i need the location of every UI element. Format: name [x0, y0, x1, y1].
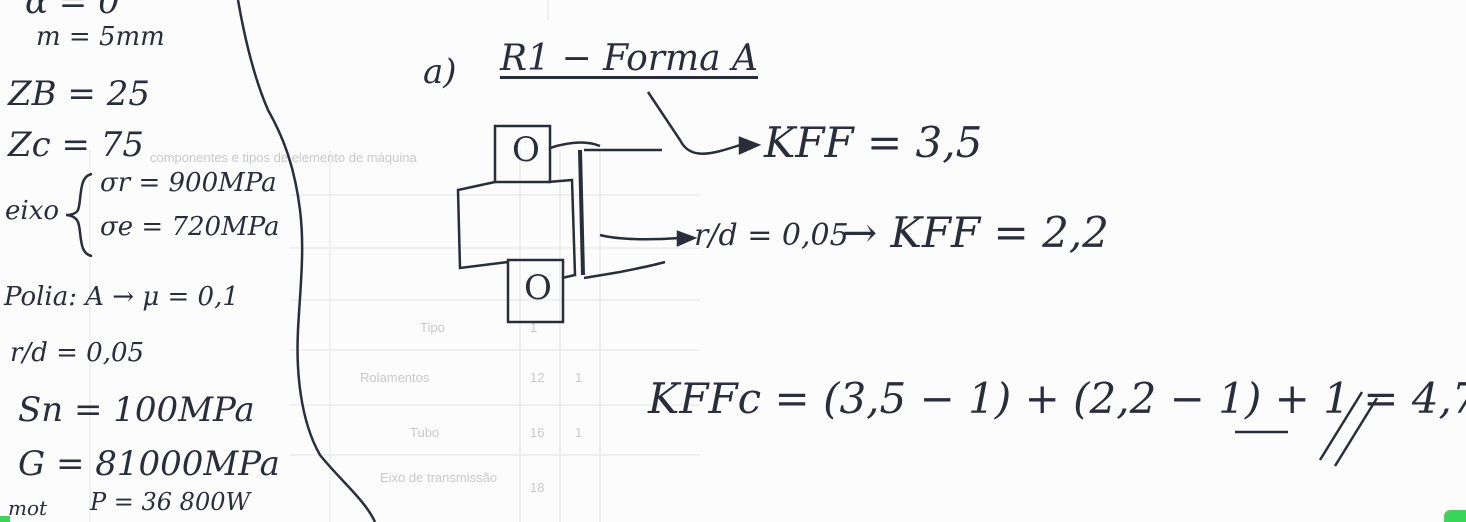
given-zb: ZB = 25 [8, 74, 150, 114]
part-label: a) [423, 52, 457, 92]
given-alpha: α = 0 [25, 0, 120, 22]
given-sigma-e: σe = 720MPa [100, 212, 280, 242]
kff-groove: → KFF = 2,2 [842, 208, 1109, 257]
given-r-over-d: r/d = 0,05 [10, 338, 145, 368]
ghost-text-2: Tipo [420, 320, 445, 335]
ghost-num-6: 18 [530, 480, 545, 495]
given-g: G = 81000MPa [18, 444, 280, 484]
kffc-equation: KFFc = (3,5 − 1) + (2,2 − 1) + 1 = 4,7 [648, 374, 1466, 423]
r-over-d-note: r/d = 0,05 [694, 218, 849, 253]
scan-marker-right [1444, 510, 1466, 522]
o-symbol-top: O [512, 130, 540, 170]
given-sn: Sn = 100MPa [18, 390, 255, 430]
ghost-text-4: Tubo [410, 425, 440, 440]
given-sigma-r: σr = 900MPa [100, 168, 277, 198]
given-module: m = 5mm [36, 22, 165, 52]
solution-title: R1 − Forma A [500, 38, 758, 79]
given-eixo-label: eixo [5, 196, 60, 226]
ghost-text-3: Rolamentos [360, 370, 430, 385]
given-mot-label: mot [8, 496, 48, 520]
scan-marker-left [0, 516, 10, 522]
ghost-num-1: 1 [530, 320, 538, 335]
ghost-num-4: 16 [530, 425, 545, 440]
ghost-num-3: 1 [575, 370, 583, 385]
ghost-num-2: 12 [530, 370, 545, 385]
ghost-text-1: componentes e tipos de elemento de máqui… [150, 150, 417, 165]
given-power: P = 36 800W [90, 488, 251, 516]
ghost-num-5: 1 [575, 425, 583, 440]
ghost-text-5: Eixo de transmissão [380, 470, 498, 485]
brace-icon [65, 172, 93, 258]
given-polia: Polia: A → μ = 0,1 [4, 282, 239, 312]
given-zc: Zc = 75 [8, 125, 145, 165]
kff-shoulder: KFF = 3,5 [764, 118, 983, 167]
o-symbol-bottom: O [524, 268, 552, 308]
